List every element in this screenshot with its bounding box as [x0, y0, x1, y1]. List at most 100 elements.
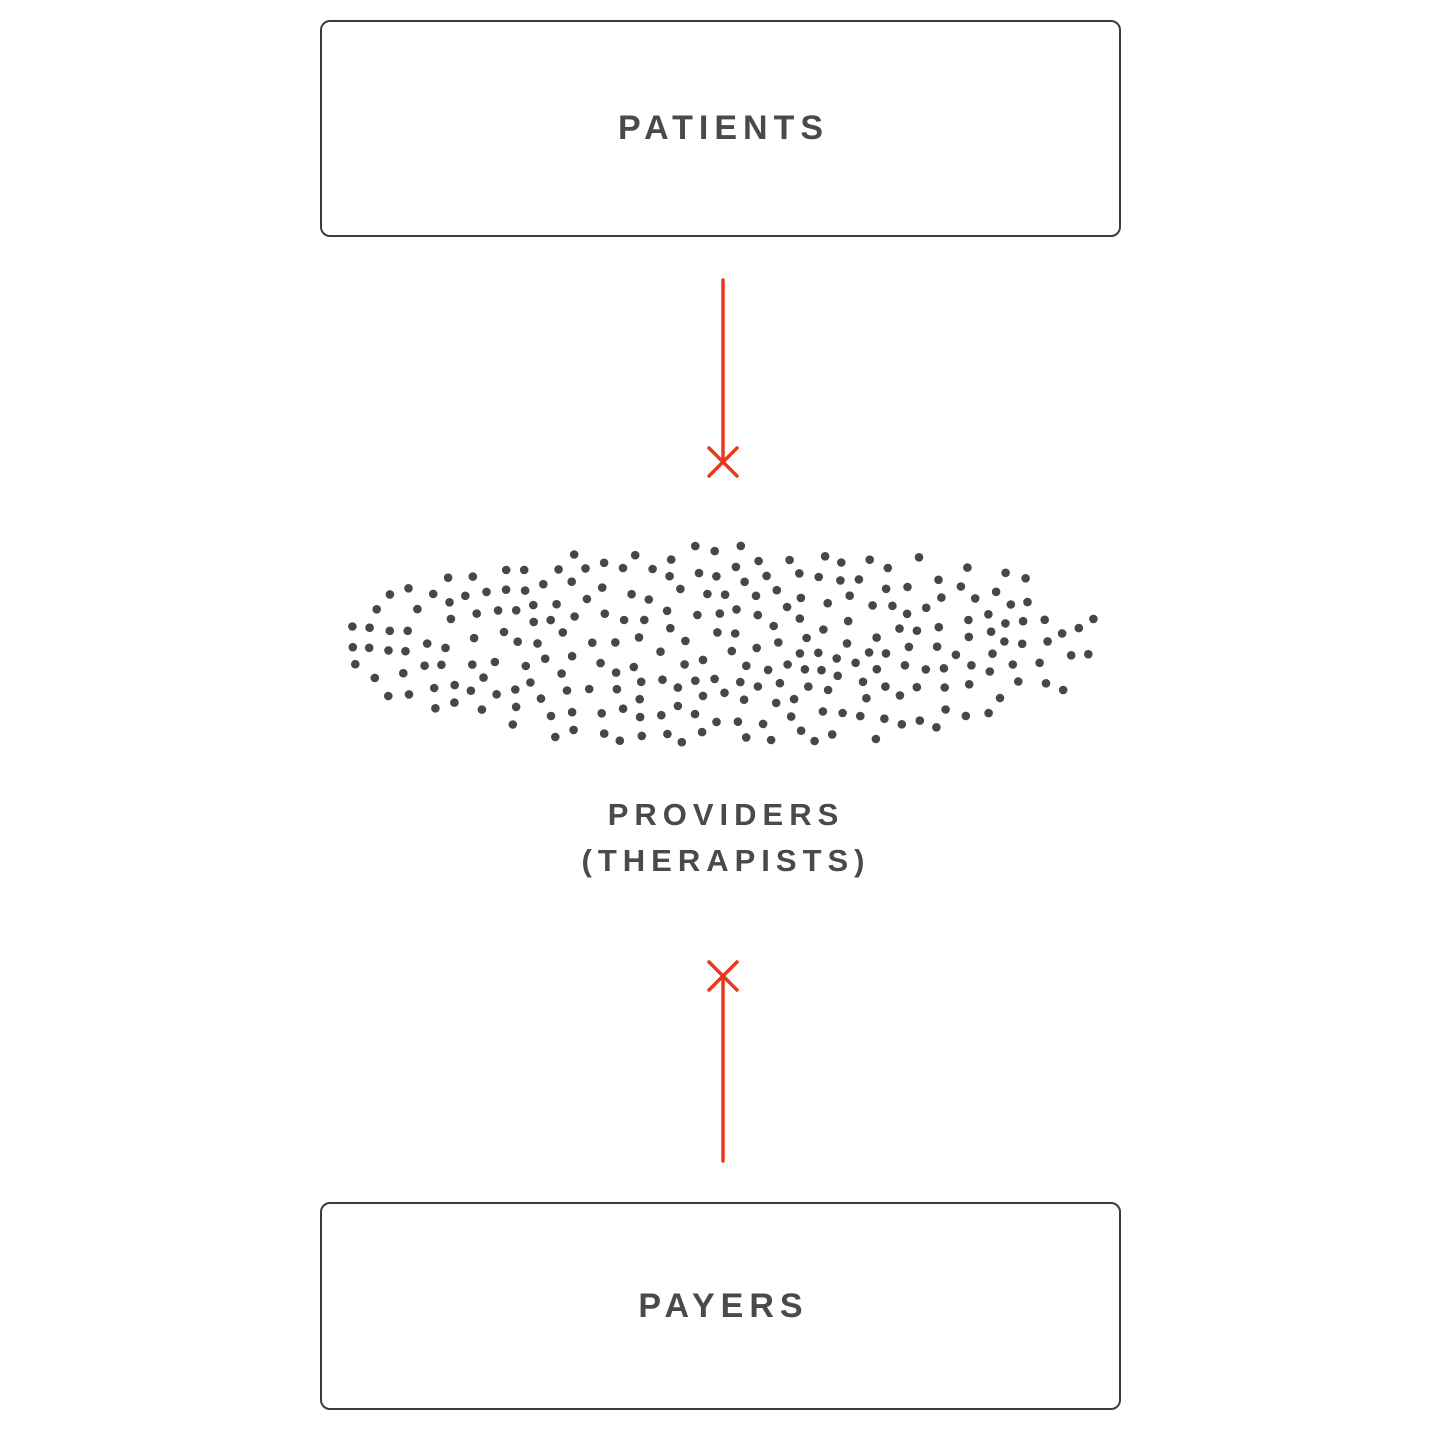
- provider-dot: [783, 660, 792, 669]
- provider-dot: [881, 649, 891, 658]
- provider-dot: [570, 612, 579, 621]
- provider-dot: [1021, 574, 1030, 583]
- provider-dot: [636, 677, 646, 687]
- provider-dot: [1014, 677, 1023, 686]
- provider-dot: [567, 651, 577, 661]
- provider-dot: [499, 627, 509, 637]
- provider-dot: [461, 591, 470, 601]
- provider-dot: [986, 627, 996, 636]
- provider-dot: [615, 736, 625, 745]
- provider-dot: [715, 609, 725, 618]
- provider-dot: [546, 615, 555, 625]
- provider-dot: [365, 623, 374, 632]
- provider-dot: [1006, 600, 1016, 609]
- provider-dot: [864, 648, 874, 657]
- provider-dot: [569, 725, 578, 735]
- provider-dot: [469, 633, 479, 643]
- provider-dot: [868, 601, 877, 610]
- provider-dot: [446, 614, 456, 624]
- provider-dot: [963, 563, 972, 572]
- provider-dot: [611, 668, 621, 677]
- provider-dot: [934, 622, 944, 632]
- provider-dot: [832, 654, 841, 663]
- provider-dot: [581, 564, 590, 573]
- provider-dot: [385, 590, 395, 599]
- provider-dot: [429, 683, 439, 693]
- provider-dot: [443, 573, 453, 582]
- provider-dot: [914, 553, 924, 562]
- provider-dot: [865, 555, 874, 564]
- provider-dot: [932, 723, 941, 732]
- provider-dot: [732, 605, 741, 614]
- provider-dot: [551, 732, 560, 742]
- provider-dot: [694, 568, 704, 578]
- provider-dot: [774, 638, 783, 647]
- provider-dot: [736, 541, 746, 551]
- provider-dot: [1001, 568, 1010, 578]
- provider-dot: [937, 593, 946, 602]
- provider-dot: [1035, 658, 1044, 668]
- provider-dot: [472, 609, 481, 618]
- provider-dot: [921, 603, 931, 613]
- provider-dot: [984, 610, 993, 619]
- provider-dot: [612, 684, 622, 694]
- provider-dot: [596, 658, 605, 668]
- provider-dot: [404, 690, 414, 699]
- provider-dot: [404, 584, 413, 593]
- provider-dot: [676, 584, 685, 594]
- provider-dot: [372, 605, 381, 614]
- provider-dot: [490, 657, 500, 667]
- providers-label: PROVIDERS (THERAPISTS): [0, 792, 1440, 884]
- provider-dot: [521, 661, 531, 671]
- provider-dot: [569, 550, 579, 559]
- provider-dot: [582, 594, 592, 604]
- provider-dot: [804, 682, 813, 691]
- provider-dot: [511, 685, 520, 694]
- provider-dot: [843, 616, 853, 626]
- providers-label-line2: (THERAPISTS): [581, 843, 871, 878]
- provider-dot: [348, 622, 357, 631]
- provider-dot: [665, 571, 674, 581]
- provider-dot: [403, 626, 412, 636]
- provider-dot: [597, 583, 607, 592]
- provider-dot: [437, 660, 446, 670]
- provider-dot: [802, 633, 811, 643]
- provider-dot: [964, 632, 974, 642]
- provider-dot: [1074, 623, 1084, 633]
- provider-dot: [533, 639, 542, 648]
- provider-dot: [493, 606, 503, 615]
- provider-dot: [862, 693, 871, 703]
- provider-dot: [833, 671, 842, 681]
- provider-dot: [988, 649, 997, 658]
- provider-dot: [508, 720, 518, 729]
- provider-dot: [1041, 679, 1051, 688]
- provider-dot: [557, 669, 566, 678]
- provider-dot: [741, 733, 751, 742]
- provider-dot: [881, 682, 890, 691]
- provider-dot: [796, 593, 806, 603]
- provider-dot: [903, 582, 912, 592]
- provider-dot: [838, 708, 847, 718]
- provider-dot: [599, 729, 609, 738]
- provider-dot: [710, 546, 719, 556]
- provider-dot: [823, 685, 833, 695]
- providers-label-line1: PROVIDERS: [607, 797, 845, 832]
- provider-dot: [961, 711, 971, 721]
- provider-dot: [690, 709, 700, 719]
- provider-dot: [895, 691, 905, 700]
- provider-dot: [693, 610, 702, 620]
- provider-dot: [697, 727, 707, 737]
- provider-dot: [941, 705, 950, 714]
- provider-dot: [814, 572, 823, 582]
- provider-dot: [951, 650, 961, 660]
- provider-dot: [888, 601, 897, 611]
- provider-dot: [895, 624, 904, 633]
- provider-dot: [384, 646, 393, 655]
- provider-dot: [736, 677, 745, 687]
- provider-dot: [673, 683, 683, 692]
- provider-dot: [1043, 637, 1052, 646]
- provider-dot: [984, 708, 993, 718]
- patients-box: PATIENTS: [320, 20, 1121, 237]
- provider-dot: [921, 665, 931, 674]
